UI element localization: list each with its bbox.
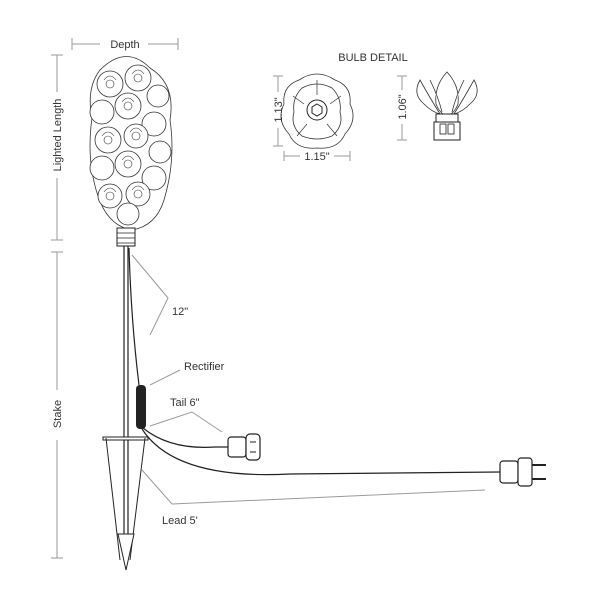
stake-label: Stake — [52, 400, 64, 428]
stem-wire — [128, 247, 140, 386]
bulb-front-view — [280, 73, 354, 149]
lighted-length-label: Lighted Length — [52, 99, 64, 172]
threaded-base — [116, 227, 136, 247]
rectifier-label: Rectifier — [184, 361, 225, 373]
stem-length-label: 12" — [172, 306, 188, 318]
bulb-width-dimension: 1.15" — [283, 151, 351, 163]
lead-cord: Lead 5' — [141, 428, 501, 527]
tail-cord: Tail 6" — [142, 397, 228, 448]
bulb-side-view — [416, 71, 478, 141]
socket-connector — [227, 433, 261, 461]
bulb-height-side-label: 1.06" — [397, 94, 409, 119]
bulb-height-front-label: 1.13" — [273, 97, 285, 122]
rectifier: Rectifier — [136, 361, 225, 429]
flower-cluster — [89, 56, 173, 231]
bulb-side-height-dimension: 1.06" — [397, 75, 409, 141]
bulb-width-label: 1.15" — [304, 151, 329, 163]
depth-label: Depth — [110, 39, 139, 51]
bulb-front-height-dimension: 1.13" — [273, 75, 285, 147]
tail-label: Tail 6" — [170, 397, 200, 409]
stake-dimension: Stake — [51, 251, 64, 559]
lead-label: Lead 5' — [162, 515, 198, 527]
bulb-detail-title: BULB DETAIL — [338, 52, 408, 64]
stem-length-dimension: 12" — [131, 254, 188, 336]
plug-connector — [499, 457, 546, 487]
depth-dimension: Depth — [71, 38, 179, 51]
lighted-length-dimension: Lighted Length — [51, 54, 64, 241]
